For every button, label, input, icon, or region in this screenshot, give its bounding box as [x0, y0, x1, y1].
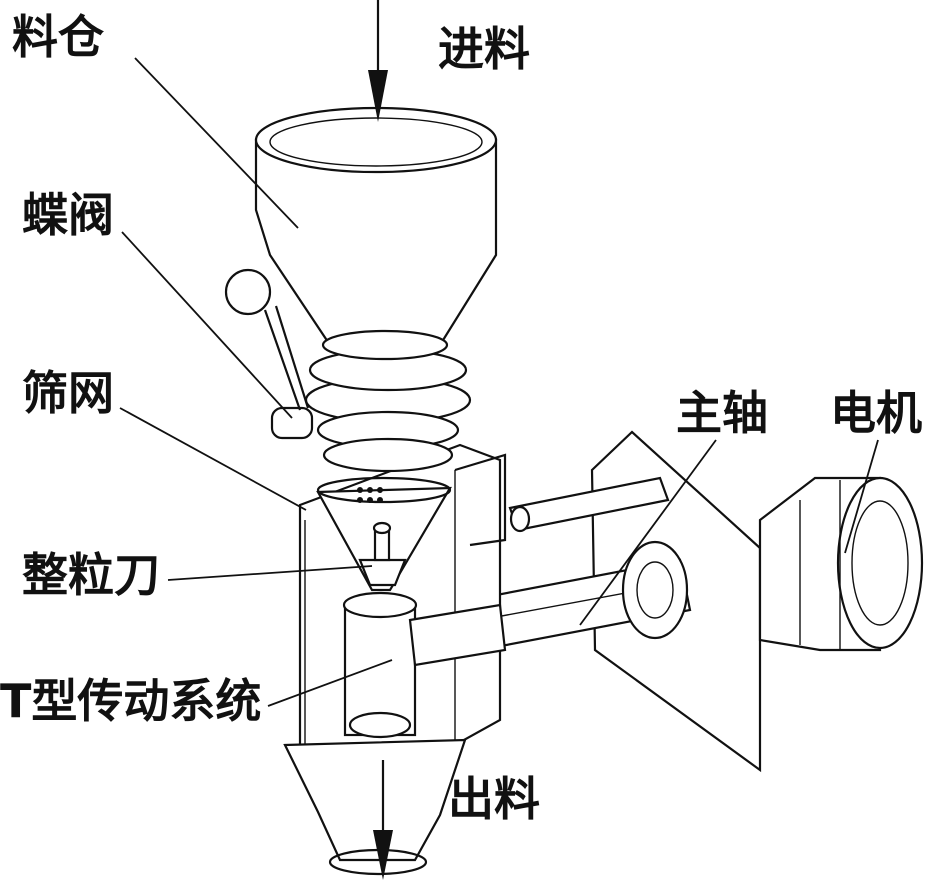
butterfly-valve-drawing: [224, 268, 472, 473]
label-motor: 电机: [830, 386, 922, 440]
leader-line-motor: [844, 439, 879, 554]
discharge-cone: [283, 738, 467, 876]
label-main-shaft: 主轴: [676, 386, 768, 440]
leader-line-t-drive: [267, 659, 393, 707]
leader-line-screen: [119, 407, 307, 511]
leader-line-main-shaft: [579, 439, 717, 626]
leader-line-hopper: [134, 57, 299, 229]
hopper-drawing: [254, 106, 498, 361]
discharge-arrow-icon: [373, 760, 393, 880]
label-feed-in: 进料: [438, 22, 530, 76]
label-screen: 筛网: [22, 366, 114, 420]
label-discharge: 出料: [448, 772, 540, 826]
granulating-blade-drawing: [358, 521, 407, 587]
upper-tube: [508, 476, 670, 533]
motor-body: [758, 476, 924, 652]
label-butterfly-valve: 蝶阀: [22, 188, 114, 242]
feed-arrow-icon: [368, 0, 388, 122]
leader-line-butterfly-valve: [121, 231, 293, 419]
label-granulating-blade: 整粒刀: [22, 548, 160, 602]
label-hopper: 料仓: [12, 10, 104, 64]
t-drive-drawing: [342, 591, 507, 739]
label-t-drive: T型传动系统: [0, 674, 262, 728]
leader-line-blade: [167, 565, 373, 581]
